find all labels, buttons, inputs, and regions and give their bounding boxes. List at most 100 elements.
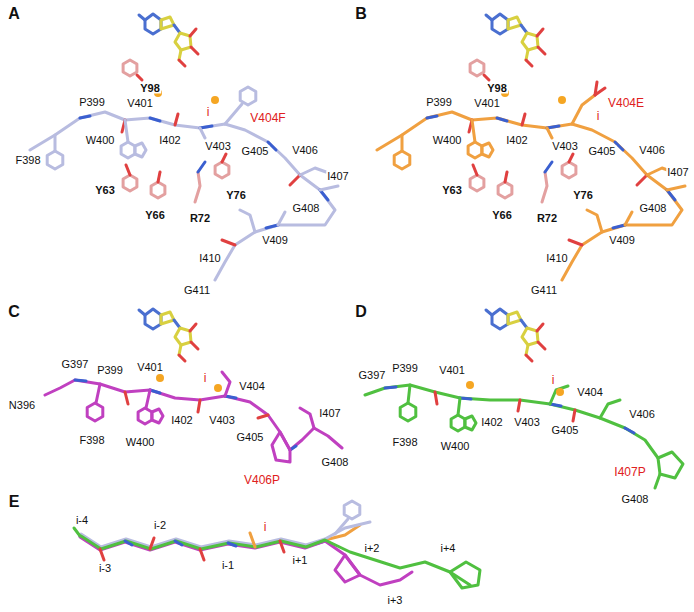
residue-label: G408 [321,457,350,468]
residue-label: V406 [291,145,319,156]
panel-c-structure [225,396,236,398]
panel-b-structure [377,14,685,280]
panel-d-structure [556,388,564,396]
residue-label: V406 [638,145,666,156]
residue-label: I407P [613,466,646,478]
panel-d-structure [408,385,410,403]
residue-label: Y76 [572,190,594,201]
panel-d-structure [365,309,683,488]
panel-d-structure [550,404,561,406]
panel-a-structure [30,60,338,280]
panel-d-structure [518,400,520,411]
panel-e-overlay [280,541,284,552]
panel-c-structure [45,380,342,450]
residue-label: W400 [432,135,463,146]
residue-label: Y63 [441,185,463,196]
residue-label: P399 [425,97,453,108]
residue-label: i+3 [387,595,404,606]
residue-label: V409 [261,235,289,246]
residue-label: Y66 [491,210,513,221]
residue-label: V404E [607,97,645,109]
residue-label: V401 [126,98,154,109]
residue-label: F398 [14,155,41,166]
panel-b-structure [595,82,597,95]
residue-label: G408 [292,203,321,214]
panel-d-structure [655,474,660,488]
residue-label: V401 [136,362,164,373]
panel-e-overlay [175,541,182,545]
residue-label: N396 [8,400,36,411]
panel-c-structure [198,400,200,412]
residue-label: V406 [628,409,656,420]
residue-label: Y98 [139,83,161,94]
residue-label: V403 [513,417,541,428]
residue-label: G408 [621,494,650,505]
panel-e-overlay [344,501,360,519]
residue-label: V404 [576,387,604,398]
residue-label: G405 [236,432,265,443]
residue-label: P399 [96,365,124,376]
panel-d-structure [460,398,471,399]
panel-d-structure [385,387,396,388]
panel-a-structure [30,14,338,280]
residue-label: V401 [473,98,501,109]
residue-label: R72 [536,213,558,224]
residue-label: W400 [125,437,156,448]
residue-label: G397 [358,370,387,381]
residue-label: Y98 [486,83,508,94]
residue-label: V403 [551,141,579,152]
panel-e-overlay [250,533,255,547]
residue-label: Y63 [94,185,116,196]
residue-label: i+2 [364,543,381,554]
panel-c-structure [138,408,163,424]
residue-label: i+4 [440,543,457,554]
residue-label: I407 [326,171,349,182]
panel-c-structure [139,309,198,361]
residue-label: i-2 [153,520,167,531]
panel-c-structure [156,374,164,382]
residue-label: Y76 [225,190,247,201]
panel-c-structure [214,384,222,392]
residue-label: P399 [391,363,419,374]
residue-label: I410 [198,253,221,264]
residue-label: I410 [545,253,568,264]
panel-letter: E [8,494,21,510]
residue-label: i+1 [292,555,309,566]
residue-label: V403 [208,415,236,426]
panel-letter: C [7,304,21,320]
panel-e-overlay [200,549,204,560]
residue-label: i [596,110,601,122]
panel-c-structure [222,372,230,396]
residue-label: P399 [78,97,106,108]
panel-d-structure [573,410,575,421]
panel-e-overlay [81,536,470,585]
residue-label: G397 [61,359,90,370]
residue-label: i-4 [75,515,89,526]
residue-label: G411 [183,285,211,296]
residue-label: W400 [85,135,116,146]
residue-label: F398 [391,437,418,448]
panel-letter: A [7,6,21,22]
panel-e-overlay [228,543,236,546]
panel-letter: D [354,304,368,320]
panel-c-structure [125,392,128,404]
panel-b-structure [486,14,545,66]
panel-d-structure [658,452,683,478]
panel-a-structure [240,87,256,105]
residue-label: R72 [189,213,211,224]
panel-d-structure [600,400,620,418]
panel-d-structure [486,309,545,361]
panel-c-structure [300,408,314,428]
panel-b-structure [572,82,605,124]
residue-label: I407 [666,167,689,178]
panel-a-structure [139,14,198,66]
panel-d-structure [365,385,658,458]
panel-c-structure [75,380,86,381]
panel-e-overlay [335,555,360,582]
panel-e-overlay [74,528,80,536]
residue-label: V401 [438,365,466,376]
residue-label: i [551,374,556,386]
panel-e-overlay [335,519,348,534]
panel-a-structure [225,104,242,124]
